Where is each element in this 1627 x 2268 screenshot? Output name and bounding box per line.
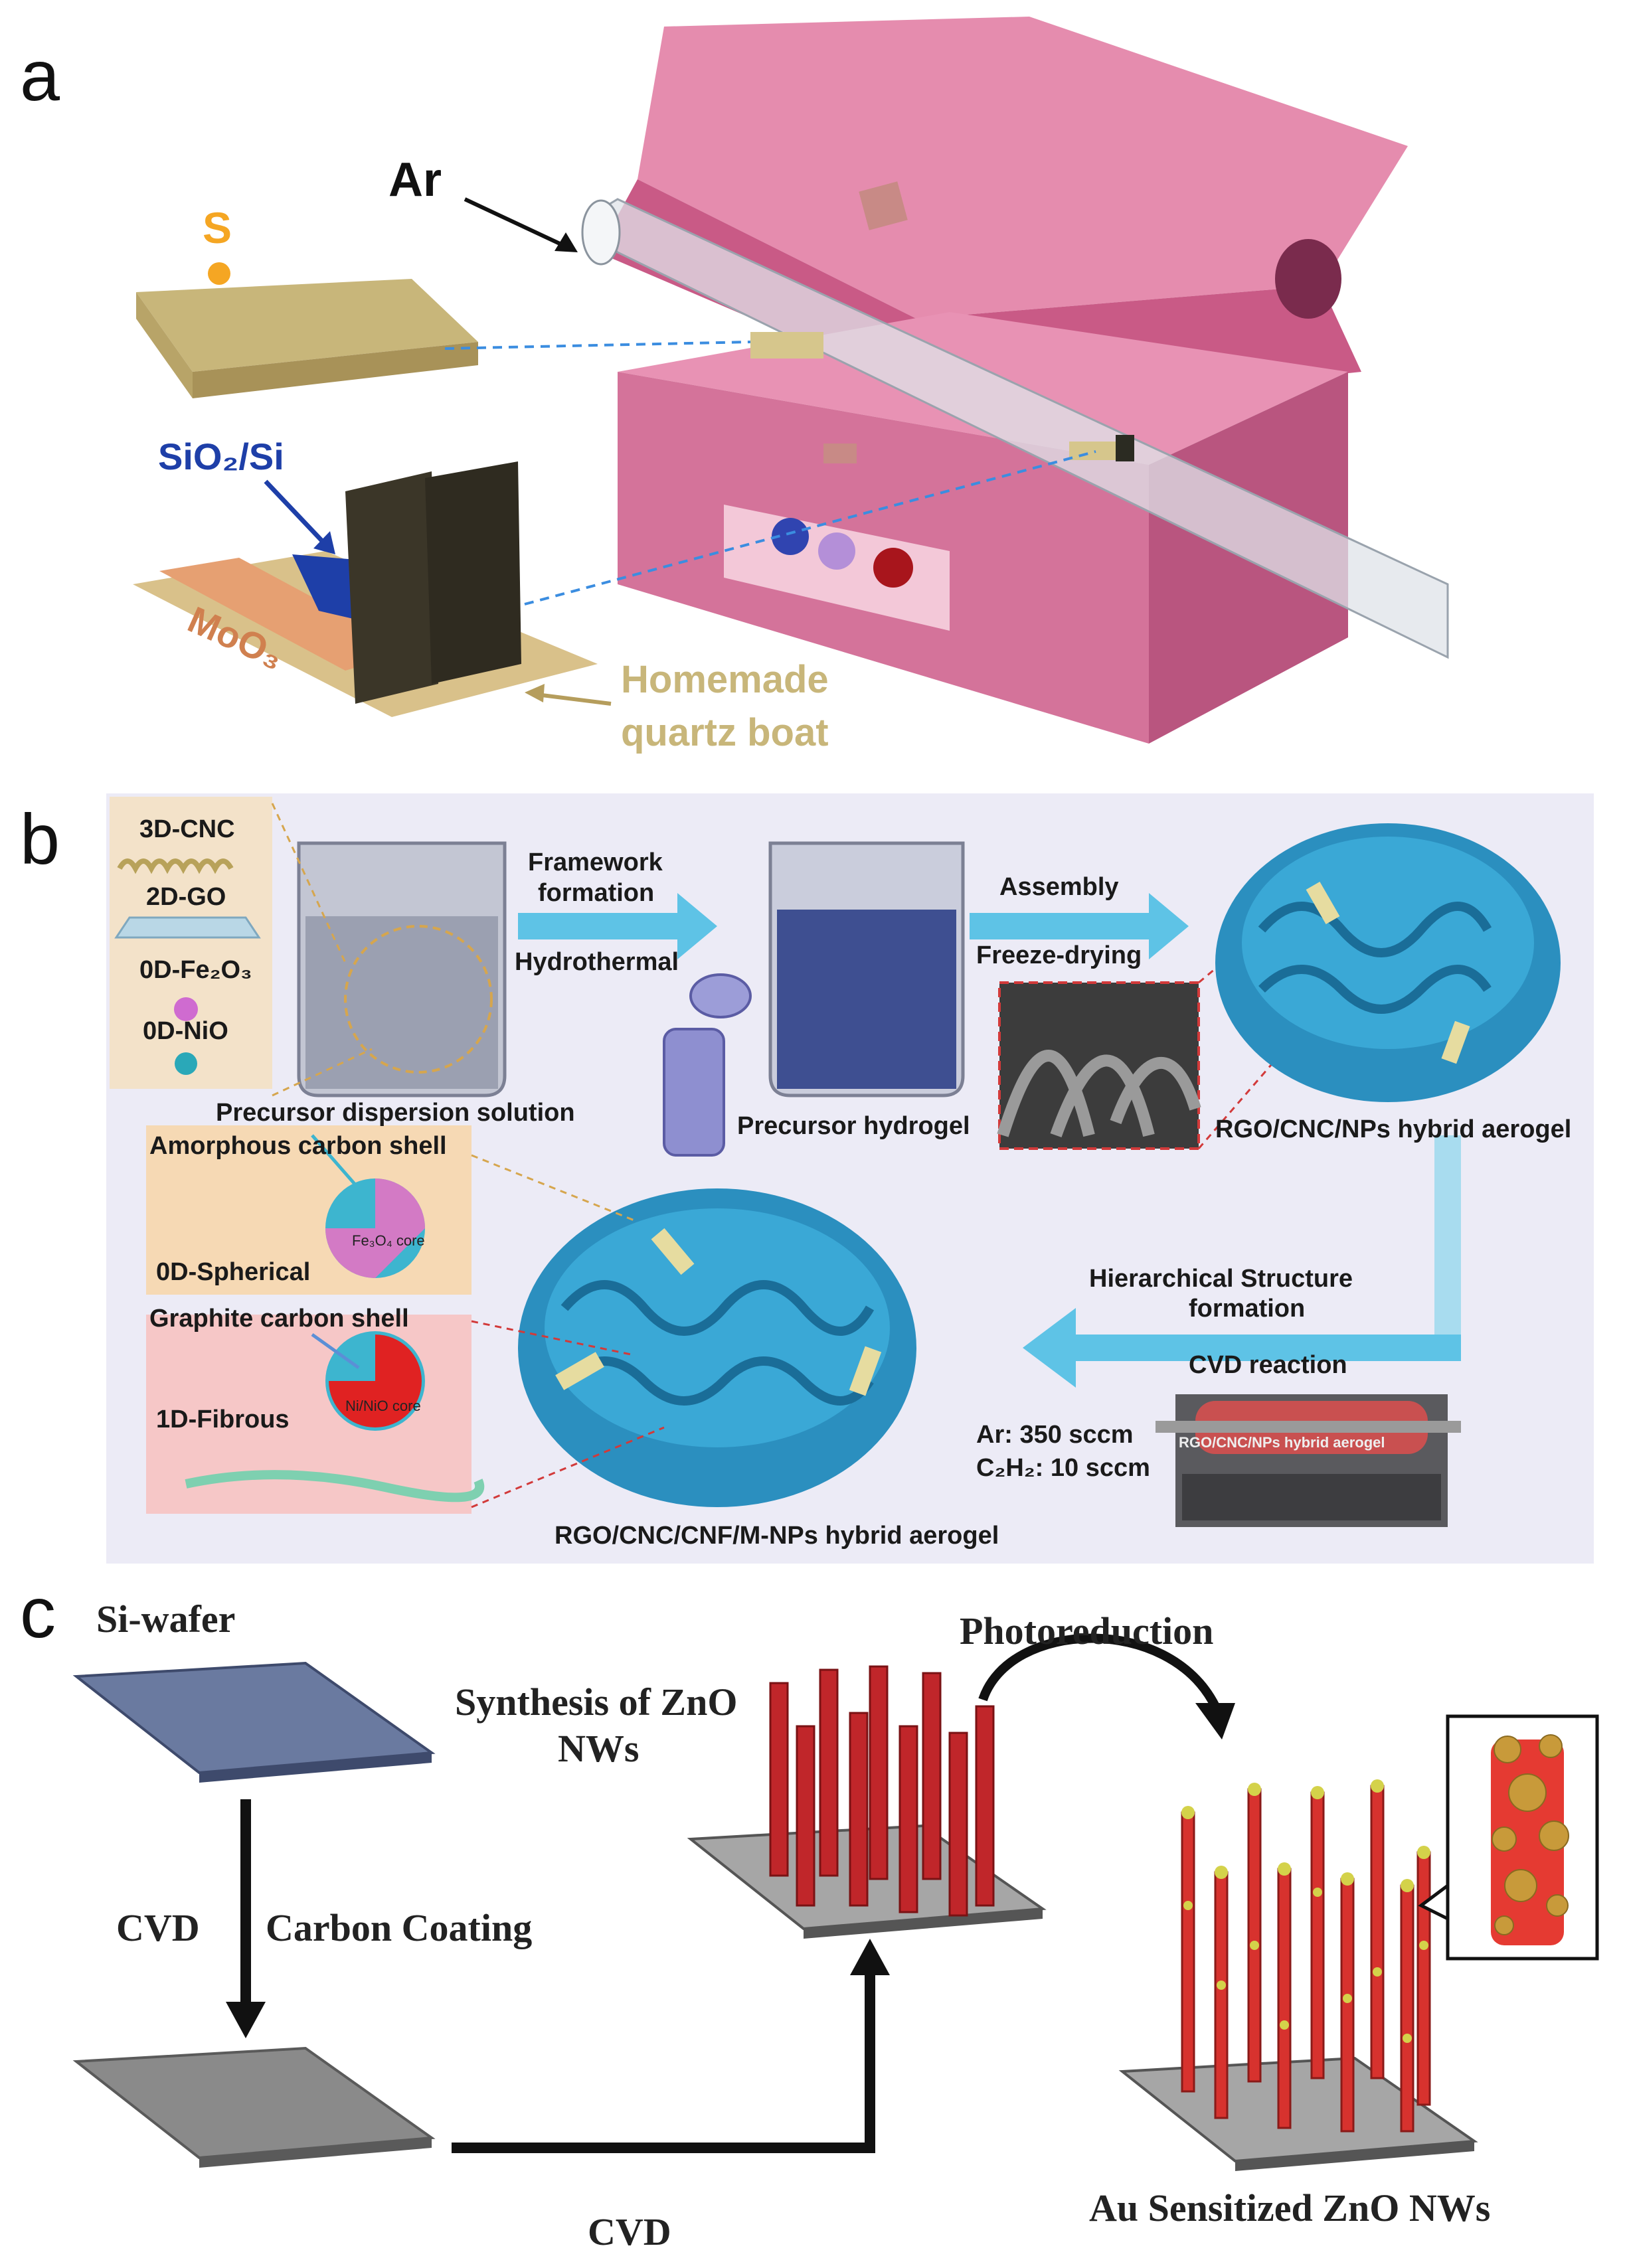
si-wafer-label: Si-wafer bbox=[96, 1597, 236, 1641]
cvd-left-label: CVD bbox=[116, 1906, 200, 1949]
cnc-label: 3D-CNC bbox=[139, 815, 235, 843]
panel-c: c bbox=[0, 1574, 1627, 2268]
panel-b-label: b bbox=[20, 799, 60, 879]
furnace-lid-hole bbox=[1275, 239, 1341, 319]
amorphous-shell-label: Amorphous carbon shell bbox=[149, 1132, 447, 1160]
spherical-label: 0D-Spherical bbox=[156, 1258, 311, 1286]
fe3o4-core-label: Fe₃O₄ core bbox=[352, 1232, 425, 1249]
ar-label: Ar bbox=[388, 153, 442, 206]
arrow-down-cvd bbox=[1434, 1135, 1461, 1361]
arrow-hierarchical bbox=[1023, 1308, 1461, 1388]
rgo-aerogel-label: RGO/CNC/NPs hybrid aerogel bbox=[1215, 1115, 1572, 1143]
hierarchical-label-2: formation bbox=[1189, 1295, 1306, 1323]
cvd-reaction-label: CVD reaction bbox=[1189, 1351, 1347, 1379]
framework-label-1: Framework bbox=[528, 849, 663, 876]
coated-wafer-plate bbox=[72, 2046, 436, 2160]
cvd-furnace-illustration bbox=[133, 17, 1449, 744]
tube-sulfur-boat bbox=[750, 332, 823, 359]
arrow-photoreduction bbox=[978, 1633, 1220, 1709]
arrow-assembly bbox=[970, 893, 1189, 959]
ar-arrow bbox=[464, 197, 572, 251]
assembly-label: Assembly bbox=[999, 873, 1119, 901]
wafer-stand-2 bbox=[425, 461, 521, 684]
boat-arrow bbox=[531, 692, 612, 706]
au-zno-label: Au Sensitized ZnO NWs bbox=[1089, 2186, 1491, 2229]
dispersion-zoom-circle bbox=[344, 925, 493, 1074]
fe2o3-sphere-icon bbox=[174, 997, 198, 1021]
fe2o3-label: 0D-Fe₂O₃ bbox=[139, 956, 252, 984]
fiber-icon bbox=[185, 1470, 485, 1502]
go-sheet-icon bbox=[114, 916, 261, 939]
boat-label-line1: Homemade bbox=[621, 658, 829, 701]
fibrous-label: 1D-Fibrous bbox=[156, 1406, 290, 1433]
arrow-cvd-to-zno bbox=[452, 1972, 875, 2153]
dashed-path-substrate bbox=[524, 450, 1096, 606]
sulfur-boat bbox=[136, 279, 478, 372]
boat-label-line2: quartz boat bbox=[621, 711, 829, 754]
knob-blue-icon bbox=[772, 518, 809, 555]
nio-core-label: Ni/NiO core bbox=[345, 1398, 421, 1414]
precursor-hydrogel-label: Precursor hydrogel bbox=[737, 1112, 970, 1140]
knob-red-icon bbox=[873, 548, 913, 588]
synthesis-label-1: Synthesis of ZnO bbox=[455, 1680, 738, 1724]
tube-substrate bbox=[1116, 435, 1134, 461]
wafer-stand-1 bbox=[345, 471, 438, 704]
hydrogel-block bbox=[777, 910, 956, 1089]
panel-c-label: c bbox=[20, 1572, 56, 1653]
zno-nanowires bbox=[769, 1665, 995, 1917]
final-aerogel-label: RGO/CNC/CNF/M-NPs hybrid aerogel bbox=[555, 1522, 999, 1550]
furnace-sample-label: RGO/CNC/NPs hybrid aerogel bbox=[1179, 1434, 1385, 1451]
panel-b: b bbox=[0, 764, 1627, 1574]
panel-a: a bbox=[0, 0, 1627, 764]
au-zno-nanowires bbox=[1181, 1785, 1431, 2133]
sio2-si-label: SiO₂/Si bbox=[158, 436, 284, 477]
cvd-bottom-label: CVD bbox=[588, 2210, 671, 2253]
graphite-shell-label: Graphite carbon shell bbox=[149, 1305, 409, 1333]
hierarchical-label-1: Hierarchical Structure bbox=[1089, 1265, 1353, 1293]
arrow-framework bbox=[518, 893, 717, 959]
nio-label: 0D-NiO bbox=[143, 1017, 228, 1045]
furnace-lid-top bbox=[638, 17, 1408, 319]
dashed-path-sulfur bbox=[444, 341, 751, 350]
precursor-solution-label: Precursor dispersion solution bbox=[216, 1099, 575, 1127]
zno-nanowire-illustration bbox=[72, 1633, 1599, 2171]
autoclave-icon bbox=[663, 1028, 725, 1157]
sio2-arrow bbox=[264, 479, 327, 546]
knob-violet-icon bbox=[818, 532, 855, 570]
furnace-tab-body bbox=[823, 444, 857, 463]
quartz-tube-opening bbox=[581, 199, 621, 266]
go-label: 2D-GO bbox=[146, 883, 226, 911]
ar-flow-label: Ar: 350 sccm bbox=[976, 1421, 1134, 1449]
inset-au-particles bbox=[1492, 1734, 1569, 1935]
components-box bbox=[110, 797, 272, 1089]
carbon-coating-label: Carbon Coating bbox=[266, 1906, 533, 1949]
hydrothermal-label: Hydrothermal bbox=[515, 948, 679, 976]
freeze-drying-label: Freeze-drying bbox=[976, 941, 1142, 969]
synthesis-label-2: NWs bbox=[558, 1727, 640, 1770]
sulfur-dot bbox=[208, 262, 230, 285]
c2h2-flow-label: C₂H₂: 10 sccm bbox=[976, 1454, 1150, 1482]
furnace-tab-lid bbox=[859, 181, 908, 230]
photoreduction-label: Photoreduction bbox=[960, 1609, 1214, 1653]
sulfur-label: S bbox=[203, 203, 232, 252]
aerogel-synthesis-illustration bbox=[106, 793, 1594, 1564]
framework-label-2: formation bbox=[538, 879, 655, 907]
si-wafer-plate bbox=[72, 1661, 436, 1775]
nio-sphere-icon bbox=[175, 1052, 197, 1075]
au-nanoparticles bbox=[1181, 1779, 1430, 2043]
panel-a-label: a bbox=[20, 35, 60, 116]
moo3-strip bbox=[159, 558, 412, 671]
cnc-coil-icon bbox=[117, 858, 234, 874]
